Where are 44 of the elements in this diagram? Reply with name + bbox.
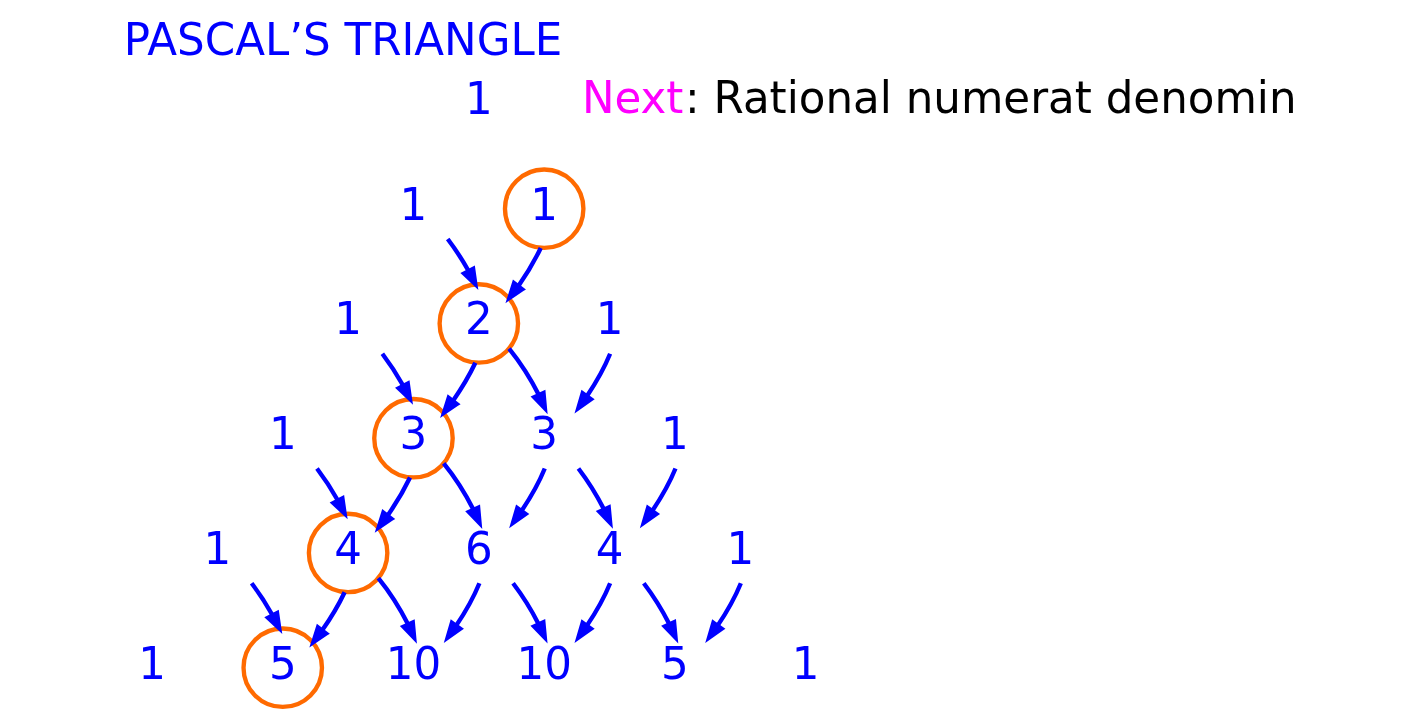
diagram-title: PASCAL’S TRIANGLE xyxy=(123,14,563,65)
node-text: 1 xyxy=(791,638,820,689)
node-circle: 5 xyxy=(241,626,325,710)
arrow xyxy=(440,361,478,418)
arrow xyxy=(576,467,613,529)
label: Next xyxy=(581,72,684,123)
arrow xyxy=(507,347,548,415)
node-text: 6 xyxy=(464,523,493,574)
node-text: 4 xyxy=(595,523,624,574)
node-text: 10 xyxy=(385,638,442,689)
node-text: 1 xyxy=(726,523,755,574)
arrow xyxy=(445,237,479,290)
node-text: 1 xyxy=(334,294,362,345)
node-circle: 2 xyxy=(437,282,521,365)
arrow xyxy=(380,352,413,405)
node-circle: 4 xyxy=(306,511,390,595)
arrow xyxy=(509,467,547,529)
node-text: 1 xyxy=(595,294,624,345)
node-circle: 3 xyxy=(372,396,455,480)
arrow xyxy=(376,576,417,644)
node-text: 1 xyxy=(138,638,166,689)
label: : Rational numerat denomin xyxy=(685,72,1297,123)
arrow xyxy=(705,582,743,643)
arrow xyxy=(315,467,348,520)
arrow xyxy=(443,582,482,643)
node-text: 1 xyxy=(203,523,232,574)
arrow xyxy=(374,476,412,533)
node-text: 10 xyxy=(516,638,572,689)
node-text: 5 xyxy=(661,638,689,689)
arrow xyxy=(639,467,678,529)
node-text: 3 xyxy=(530,409,559,460)
arrow xyxy=(511,581,548,644)
arrow xyxy=(442,462,483,530)
arrow xyxy=(505,247,543,304)
node-text: 1 xyxy=(464,74,493,125)
node-text: 1 xyxy=(268,409,297,460)
node-text: 1 xyxy=(399,179,428,230)
node-circle: 1 xyxy=(502,167,586,251)
arrow xyxy=(249,581,283,635)
arrow xyxy=(309,591,347,648)
arrow xyxy=(574,582,613,643)
node-text: 1 xyxy=(661,409,689,460)
arrow xyxy=(642,581,679,644)
arrow xyxy=(574,352,613,414)
